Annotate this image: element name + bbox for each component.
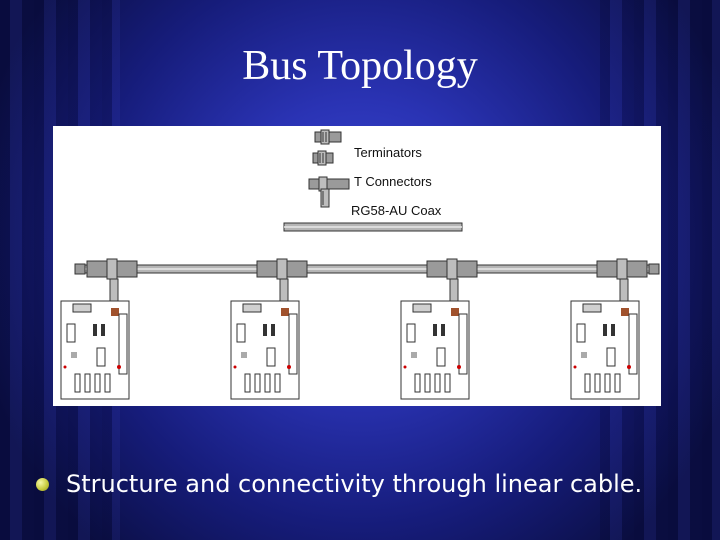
network-node-2 — [230, 258, 308, 400]
network-node-3 — [400, 258, 478, 400]
coax-cable-sample — [283, 222, 463, 232]
bullet-item: Structure and connectivity through linea… — [36, 470, 642, 498]
slide-title: Bus Topology — [242, 43, 478, 89]
bullet-text: Structure and connectivity through linea… — [66, 470, 643, 498]
terminator-icon — [314, 129, 342, 145]
terminator-icon — [312, 150, 334, 166]
bullet-dot-icon — [36, 477, 49, 491]
t-connectors-label: T Connectors — [354, 174, 432, 189]
t-connector-icon — [308, 176, 350, 208]
bus-cable — [80, 264, 660, 274]
cable-label: RG58-AU Coax — [351, 203, 442, 218]
bus-terminator-right — [648, 263, 660, 275]
network-node-1 — [60, 258, 138, 400]
terminators-label: Terminators — [354, 145, 422, 160]
network-node-4 — [570, 258, 648, 400]
bus-topology-diagram: Terminators T Connectors RG58-AU Coax — [53, 126, 661, 406]
bus-terminator-left — [74, 263, 86, 275]
